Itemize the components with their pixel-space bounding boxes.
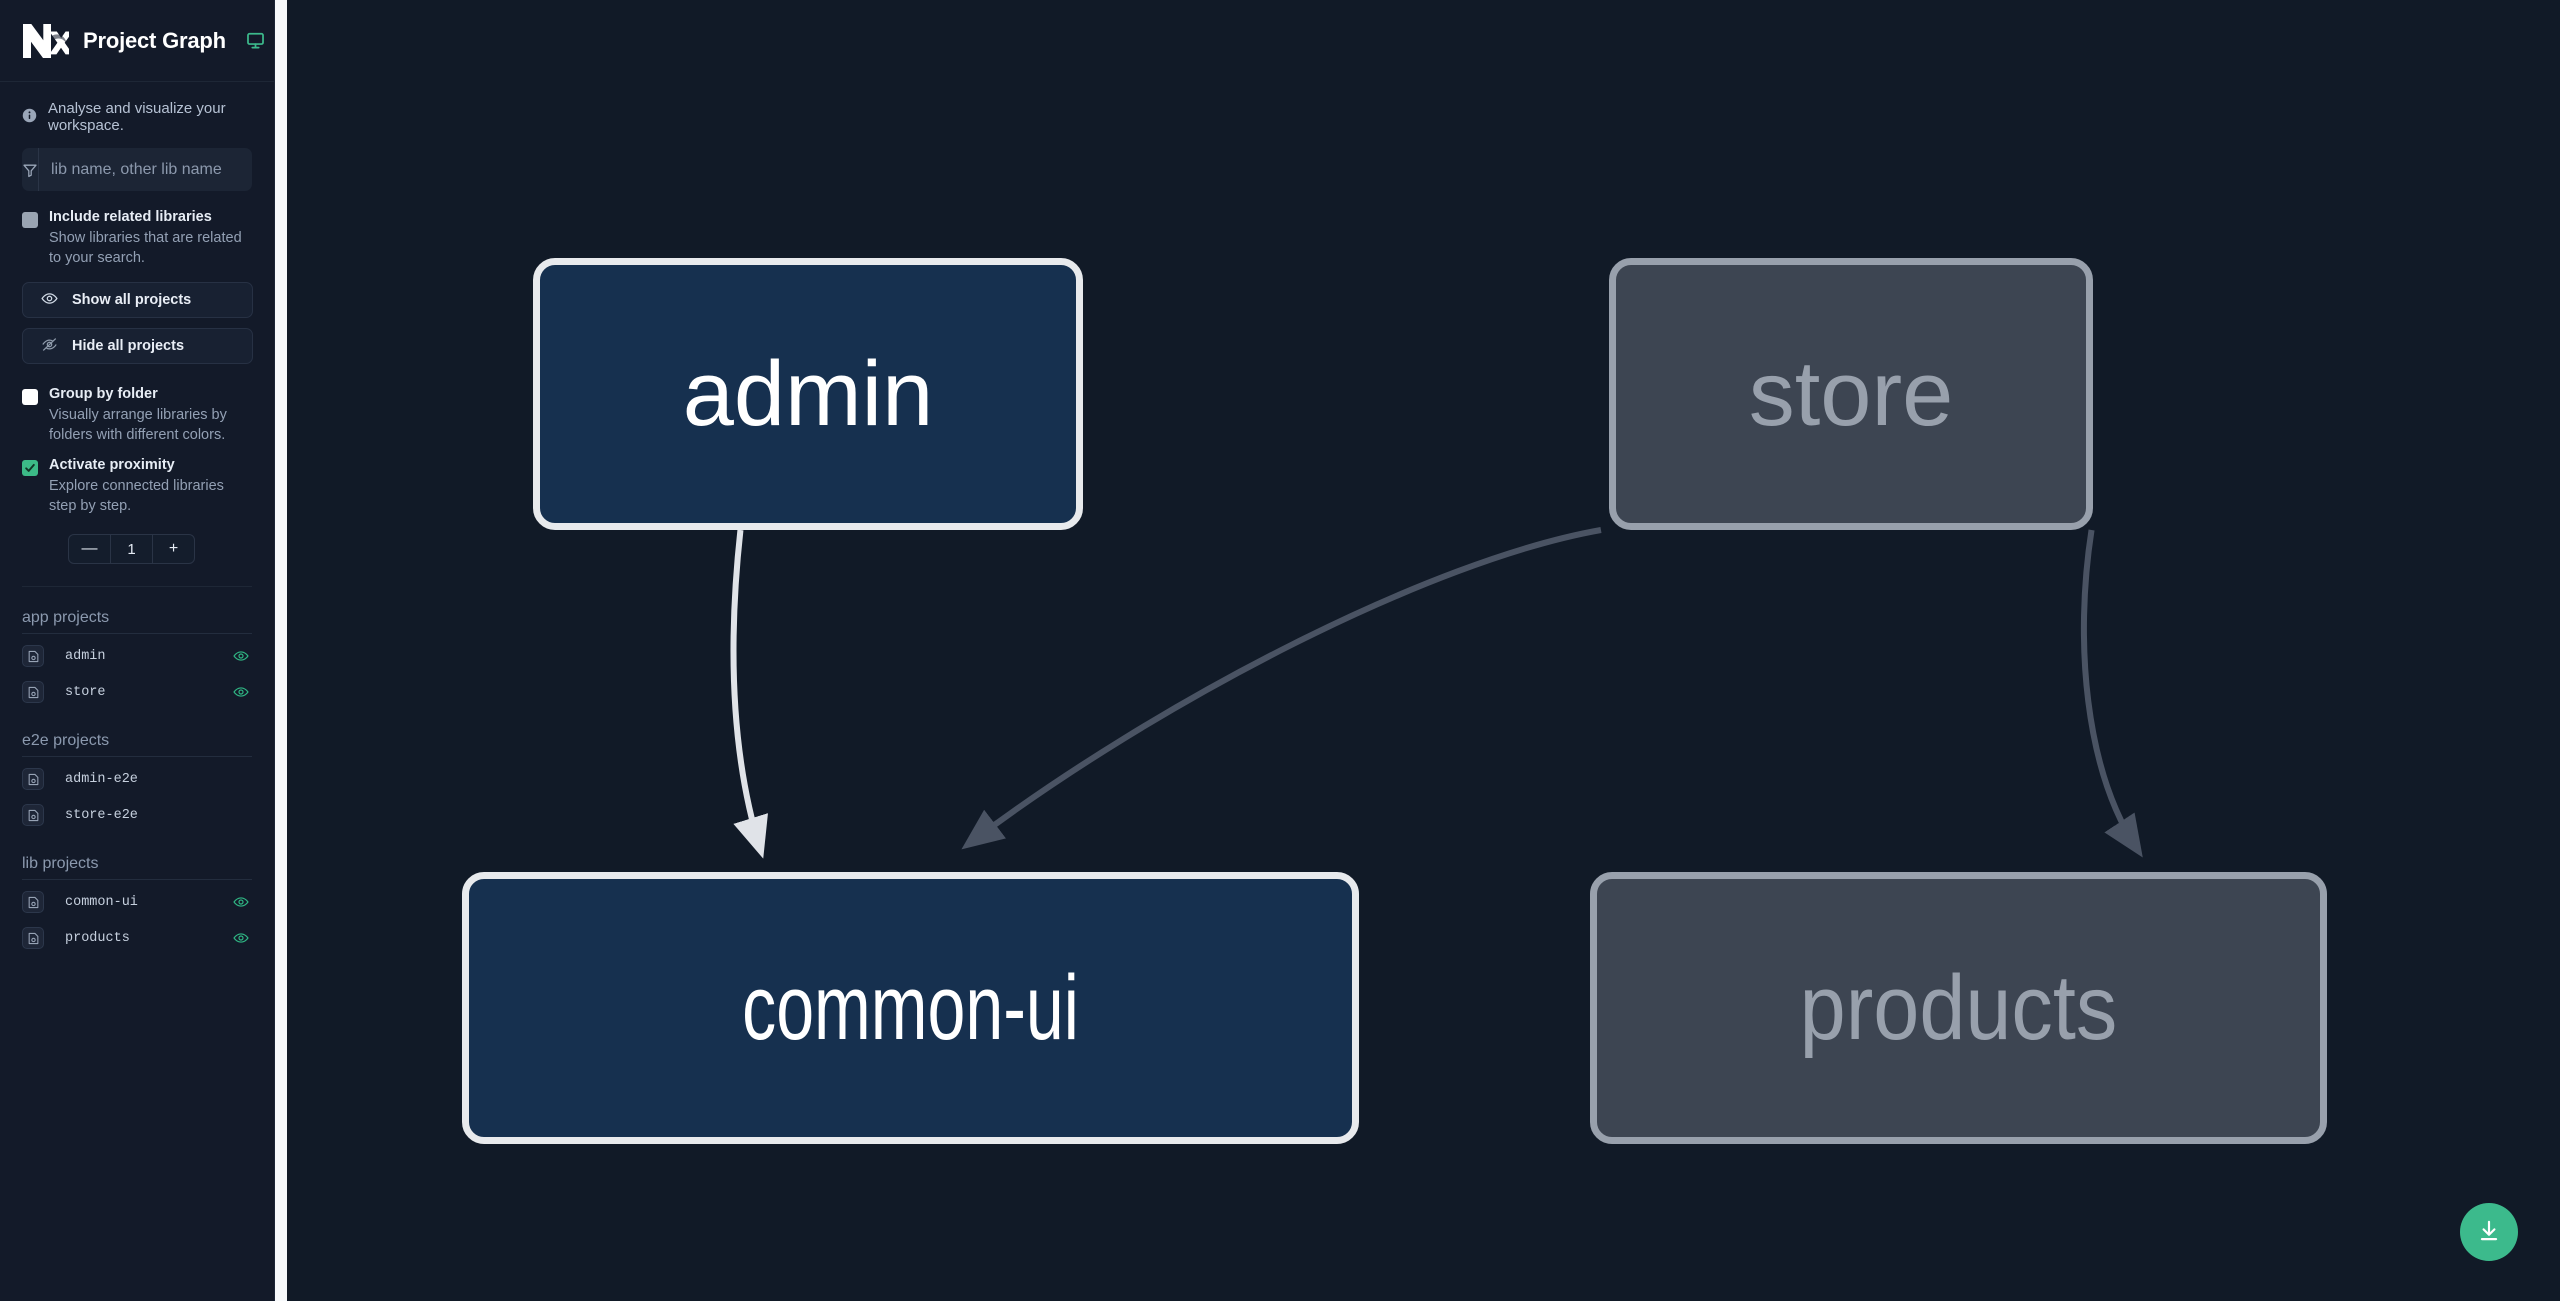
show-all-projects-button[interactable]: Show all projects <box>22 282 253 318</box>
checkbox-group-by-folder[interactable] <box>22 389 38 405</box>
sidebar-divider <box>22 586 252 587</box>
option-description: Show libraries that are related to your … <box>49 230 242 266</box>
project-groups: app projects admin <box>0 587 274 956</box>
filter-icon <box>22 148 39 191</box>
project-visibility-toggle-store[interactable] <box>233 684 249 700</box>
proximity-value: 1 <box>127 540 136 558</box>
project-name: admin-e2e <box>65 771 138 787</box>
graph-node-store[interactable]: store <box>1609 258 2093 530</box>
proximity-stepper[interactable]: — 1 + <box>68 534 195 564</box>
download-graph-button[interactable] <box>2460 1203 2518 1261</box>
visibility-buttons: Show all projects Hide all projects <box>22 282 253 364</box>
stepper-divider <box>110 535 111 563</box>
group-rule <box>22 633 252 634</box>
page-title: Project Graph <box>83 27 226 53</box>
edge-store-to-products <box>2080 529 2143 858</box>
graph-canvas[interactable]: admin store common-ui products <box>275 0 2560 1301</box>
show-all-projects-label: Show all projects <box>72 292 192 308</box>
option-include-related-libraries[interactable]: Include related libraries Show libraries… <box>22 201 252 272</box>
sidebar-resize-handle[interactable] <box>275 0 287 1301</box>
project-row-store[interactable]: store <box>22 674 252 710</box>
graph-node-label: common-ui <box>742 957 1079 1059</box>
search-input[interactable] <box>39 148 252 191</box>
project-visibility-toggle-common-ui[interactable] <box>233 894 249 910</box>
group-title-app-projects: app projects <box>22 609 110 626</box>
graph-node-products[interactable]: products <box>1590 872 2327 1144</box>
group-title-lib-projects: lib projects <box>22 855 99 872</box>
option-description: Visually arrange libraries by folders wi… <box>49 407 227 443</box>
project-row-admin[interactable]: admin <box>22 638 252 674</box>
project-name: common-ui <box>65 894 138 910</box>
proximity-decrement-button[interactable]: — <box>81 540 98 557</box>
hide-all-projects-button[interactable]: Hide all projects <box>22 328 253 364</box>
graph-node-label: products <box>1799 957 2118 1059</box>
checkbox-activate-proximity[interactable] <box>22 460 38 476</box>
project-file-icon <box>22 804 44 826</box>
group-title-e2e-projects: e2e projects <box>22 732 110 749</box>
option-title: Activate proximity <box>49 457 175 473</box>
project-visibility-toggle-products[interactable] <box>233 930 249 946</box>
group-rule <box>22 756 252 757</box>
project-visibility-toggle-admin[interactable] <box>233 648 249 664</box>
edge-store-to-common-ui <box>961 527 1602 850</box>
stepper-divider <box>152 535 153 563</box>
hide-all-projects-label: Hide all projects <box>72 338 185 354</box>
project-name: admin <box>65 648 106 664</box>
info-icon <box>22 108 37 127</box>
eye-off-icon <box>41 336 58 357</box>
sidebar-subtitle-text: Analyse and visualize your workspace. <box>48 100 226 134</box>
search-field[interactable] <box>22 148 252 191</box>
project-file-icon <box>22 927 44 949</box>
graph-node-admin[interactable]: admin <box>533 258 1083 530</box>
option-title: Include related libraries <box>49 209 212 225</box>
sidebar-subtitle: Analyse and visualize your workspace. <box>0 82 274 148</box>
project-row-admin-e2e[interactable]: admin-e2e <box>22 761 252 797</box>
group-rule <box>22 879 252 880</box>
project-name: store-e2e <box>65 807 138 823</box>
graph-node-label: store <box>1748 343 1954 445</box>
graph-edges <box>730 527 2143 859</box>
project-file-icon <box>22 891 44 913</box>
option-description: Explore connected libraries step by step… <box>49 478 224 514</box>
monitor-icon[interactable] <box>246 31 265 50</box>
graph-node-label: admin <box>682 343 934 445</box>
sidebar-controls: Include related libraries Show libraries… <box>0 148 274 587</box>
project-file-icon <box>22 768 44 790</box>
project-name: products <box>65 930 130 946</box>
checkbox-include-related-libraries[interactable] <box>22 212 38 228</box>
sidebar-header: Project Graph <box>0 0 274 82</box>
nx-logo-icon <box>22 22 69 59</box>
project-row-products[interactable]: products <box>22 920 252 956</box>
project-file-icon <box>22 681 44 703</box>
project-row-store-e2e[interactable]: store-e2e <box>22 797 252 833</box>
project-name: store <box>65 684 106 700</box>
edge-admin-to-common-ui <box>730 529 768 859</box>
option-title: Group by folder <box>49 386 158 402</box>
eye-icon <box>41 290 58 311</box>
project-file-icon <box>22 645 44 667</box>
option-group-by-folder[interactable]: Group by folder Visually arrange librari… <box>22 378 252 449</box>
project-row-common-ui[interactable]: common-ui <box>22 884 252 920</box>
sidebar: Project Graph Analyse and visualize your… <box>0 0 275 1301</box>
proximity-increment-button[interactable]: + <box>168 540 179 557</box>
option-activate-proximity[interactable]: Activate proximity Explore connected lib… <box>22 449 252 520</box>
download-icon <box>2476 1218 2502 1247</box>
graph-node-common-ui[interactable]: common-ui <box>462 872 1359 1144</box>
